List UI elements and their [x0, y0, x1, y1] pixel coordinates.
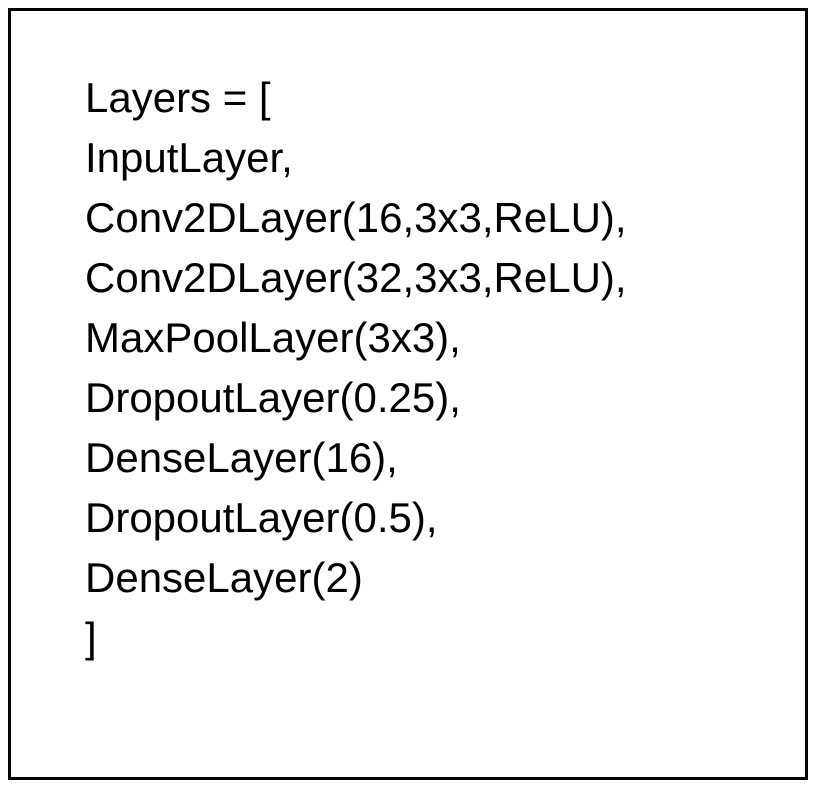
- code-line: Layers = [: [85, 74, 271, 121]
- layers-listing-box: Layers = [ InputLayer, Conv2DLayer(16,3x3,…: [8, 8, 808, 780]
- code-line: Conv2DLayer(32,3x3,ReLU),: [85, 254, 627, 301]
- code-line: InputLayer,: [85, 134, 293, 181]
- code-line: ]: [85, 614, 97, 661]
- code-line: DenseLayer(16),: [85, 434, 398, 481]
- code-line: DenseLayer(2): [85, 554, 363, 601]
- layers-code-listing: Layers = [ InputLayer, Conv2DLayer(16,3x3,…: [85, 68, 627, 668]
- code-line: DropoutLayer(0.25),: [85, 374, 461, 421]
- code-line: Conv2DLayer(16,3x3,ReLU),: [85, 194, 627, 241]
- code-line: DropoutLayer(0.5),: [85, 494, 438, 541]
- code-line: MaxPoolLayer(3x3),: [85, 314, 461, 361]
